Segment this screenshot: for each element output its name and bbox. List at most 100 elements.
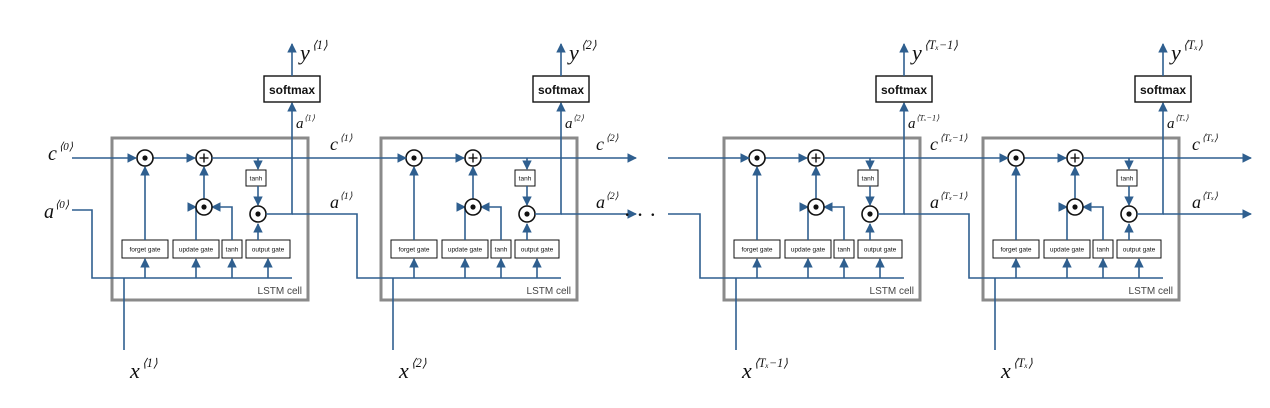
output-multiply-op	[861, 205, 879, 223]
c-out-label-base: c	[596, 134, 604, 154]
a-out-label: a⟨Tₓ−1⟩	[930, 191, 968, 212]
a-out-label-sup: ⟨Tₓ−1⟩	[940, 191, 968, 202]
softmax-box: softmax	[532, 75, 590, 103]
output-multiply-op	[249, 205, 267, 223]
lstm-cell-label: LSTM cell	[1129, 286, 1173, 297]
cell-add-op	[195, 149, 213, 167]
softmax-rect	[532, 75, 590, 103]
tanh-cell-box: tanh	[857, 169, 879, 187]
c0-label-sup: ⟨0⟩	[59, 141, 74, 153]
c-out-label: c⟨Tₓ⟩	[1192, 133, 1218, 154]
x-input-label-sup: ⟨1⟩	[142, 356, 158, 370]
update-gate-box-label: update gate	[179, 246, 214, 253]
hidden-state-link	[904, 213, 993, 279]
a-up-label-base: a	[296, 116, 304, 132]
c-out-label-sup: ⟨Tₓ−1⟩	[940, 133, 968, 144]
y-output-label-sup: ⟨Tₓ−1⟩	[924, 38, 958, 52]
sequence-ellipsis: · · ·	[624, 202, 657, 227]
forget-gate-box-label: forget gate	[741, 246, 772, 253]
output-multiply-op	[1120, 205, 1138, 223]
c-out-label-sup: ⟨Tₓ⟩	[1202, 133, 1218, 144]
forget-multiply-op-dot	[1013, 155, 1019, 161]
tanh-cell-box-rect	[245, 169, 267, 187]
a-up-label: a⟨1⟩	[296, 114, 316, 133]
a-up-label-sup: ⟨2⟩	[573, 114, 584, 123]
lstm-cell-box	[722, 136, 922, 302]
y-output-label-base: y	[1169, 40, 1181, 65]
output-gate-box: output gate	[857, 239, 903, 259]
output-multiply-op	[518, 205, 536, 223]
a-out-label-base: a	[930, 192, 939, 212]
forget-multiply-op-dot	[411, 155, 417, 161]
a-up-label-sup: ⟨Tₓ−1⟩	[916, 114, 940, 123]
tanh-gate-box-label: tanh	[495, 246, 508, 253]
softmax-label: softmax	[881, 83, 927, 97]
c-out-label-base: c	[330, 134, 338, 154]
forget-gate-box-label: forget gate	[1000, 246, 1031, 253]
x-input-label: x⟨2⟩	[398, 356, 427, 383]
tanh-cell-box-label: tanh	[519, 175, 532, 182]
forget-gate-box: forget gate	[390, 239, 438, 259]
c0-label-base: c	[48, 143, 57, 165]
lstm-cell-label: LSTM cell	[870, 286, 914, 297]
output-gate-box: output gate	[1116, 239, 1162, 259]
a-out-label: a⟨Tₓ⟩	[1192, 191, 1218, 212]
softmax-box: softmax	[1134, 75, 1192, 103]
softmax-box: softmax	[263, 75, 321, 103]
a-up-label-base: a	[1167, 116, 1175, 132]
x-input-label-base: x	[129, 358, 140, 383]
a-up-label: a⟨2⟩	[565, 114, 585, 133]
output-multiply-op-dot	[867, 211, 873, 217]
a0-line	[72, 209, 122, 279]
output-gate-box-label: output gate	[521, 246, 554, 253]
a0-label-base: a	[44, 201, 54, 223]
tanh-gate-box-label: tanh	[1097, 246, 1110, 253]
c0-label: c⟨0⟩	[48, 141, 74, 165]
tanh-to-mul-arrow	[1082, 202, 1104, 240]
y-output-label-sup: ⟨2⟩	[581, 38, 597, 52]
x-input-label-base: x	[741, 358, 752, 383]
a-out-label-base: a	[596, 192, 605, 212]
tanh-gate-box-label: tanh	[226, 246, 239, 253]
x-input-label: x⟨Tₓ−1⟩	[741, 356, 788, 383]
a-out-label-sup: ⟨2⟩	[606, 191, 619, 202]
y-output-label-base: y	[567, 40, 579, 65]
update-gate-box: update gate	[172, 239, 220, 259]
tanh-gate-box-label: tanh	[838, 246, 851, 253]
update-gate-box-label: update gate	[1050, 246, 1085, 253]
tanh-cell-box-rect	[514, 169, 536, 187]
lstm-cell-box	[981, 136, 1181, 302]
output-multiply-op-dot	[1126, 211, 1132, 217]
forget-multiply-op	[136, 149, 154, 167]
y-output-label-base: y	[298, 40, 310, 65]
x-input-label-sup: ⟨2⟩	[411, 356, 427, 370]
x-input-label-base: x	[1000, 358, 1011, 383]
update-multiply-op	[807, 198, 825, 216]
softmax-label: softmax	[269, 83, 315, 97]
y-output-label: y⟨Tₓ−1⟩	[910, 38, 958, 65]
a-out-label: a⟨2⟩	[596, 191, 619, 212]
update-multiply-op-dot	[813, 204, 819, 210]
tanh-gate-box: tanh	[490, 239, 512, 259]
tanh-to-mul-arrow	[823, 202, 845, 240]
cell-add-op	[807, 149, 825, 167]
c-out-label-base: c	[1192, 134, 1200, 154]
output-gate-box-rect	[514, 239, 560, 259]
forget-gate-box-label: forget gate	[129, 246, 160, 253]
y-output-label: y⟨1⟩	[298, 38, 328, 65]
a-up-label: a⟨Tₓ⟩	[1167, 114, 1189, 133]
x-input-label-base: x	[398, 358, 409, 383]
tanh-to-mul-arrow	[211, 202, 233, 240]
a-up-label: a⟨Tₓ−1⟩	[908, 114, 940, 133]
output-gate-box: output gate	[245, 239, 291, 259]
softmax-box: softmax	[875, 75, 933, 103]
c-out-label-base: c	[930, 134, 938, 154]
tanh-cell-box: tanh	[1116, 169, 1138, 187]
forget-multiply-op-dot	[754, 155, 760, 161]
tanh-gate-box: tanh	[1092, 239, 1114, 259]
update-gate-box: update gate	[1043, 239, 1091, 259]
tanh-to-mul-arrow	[480, 202, 502, 240]
forget-gate-box: forget gate	[121, 239, 169, 259]
